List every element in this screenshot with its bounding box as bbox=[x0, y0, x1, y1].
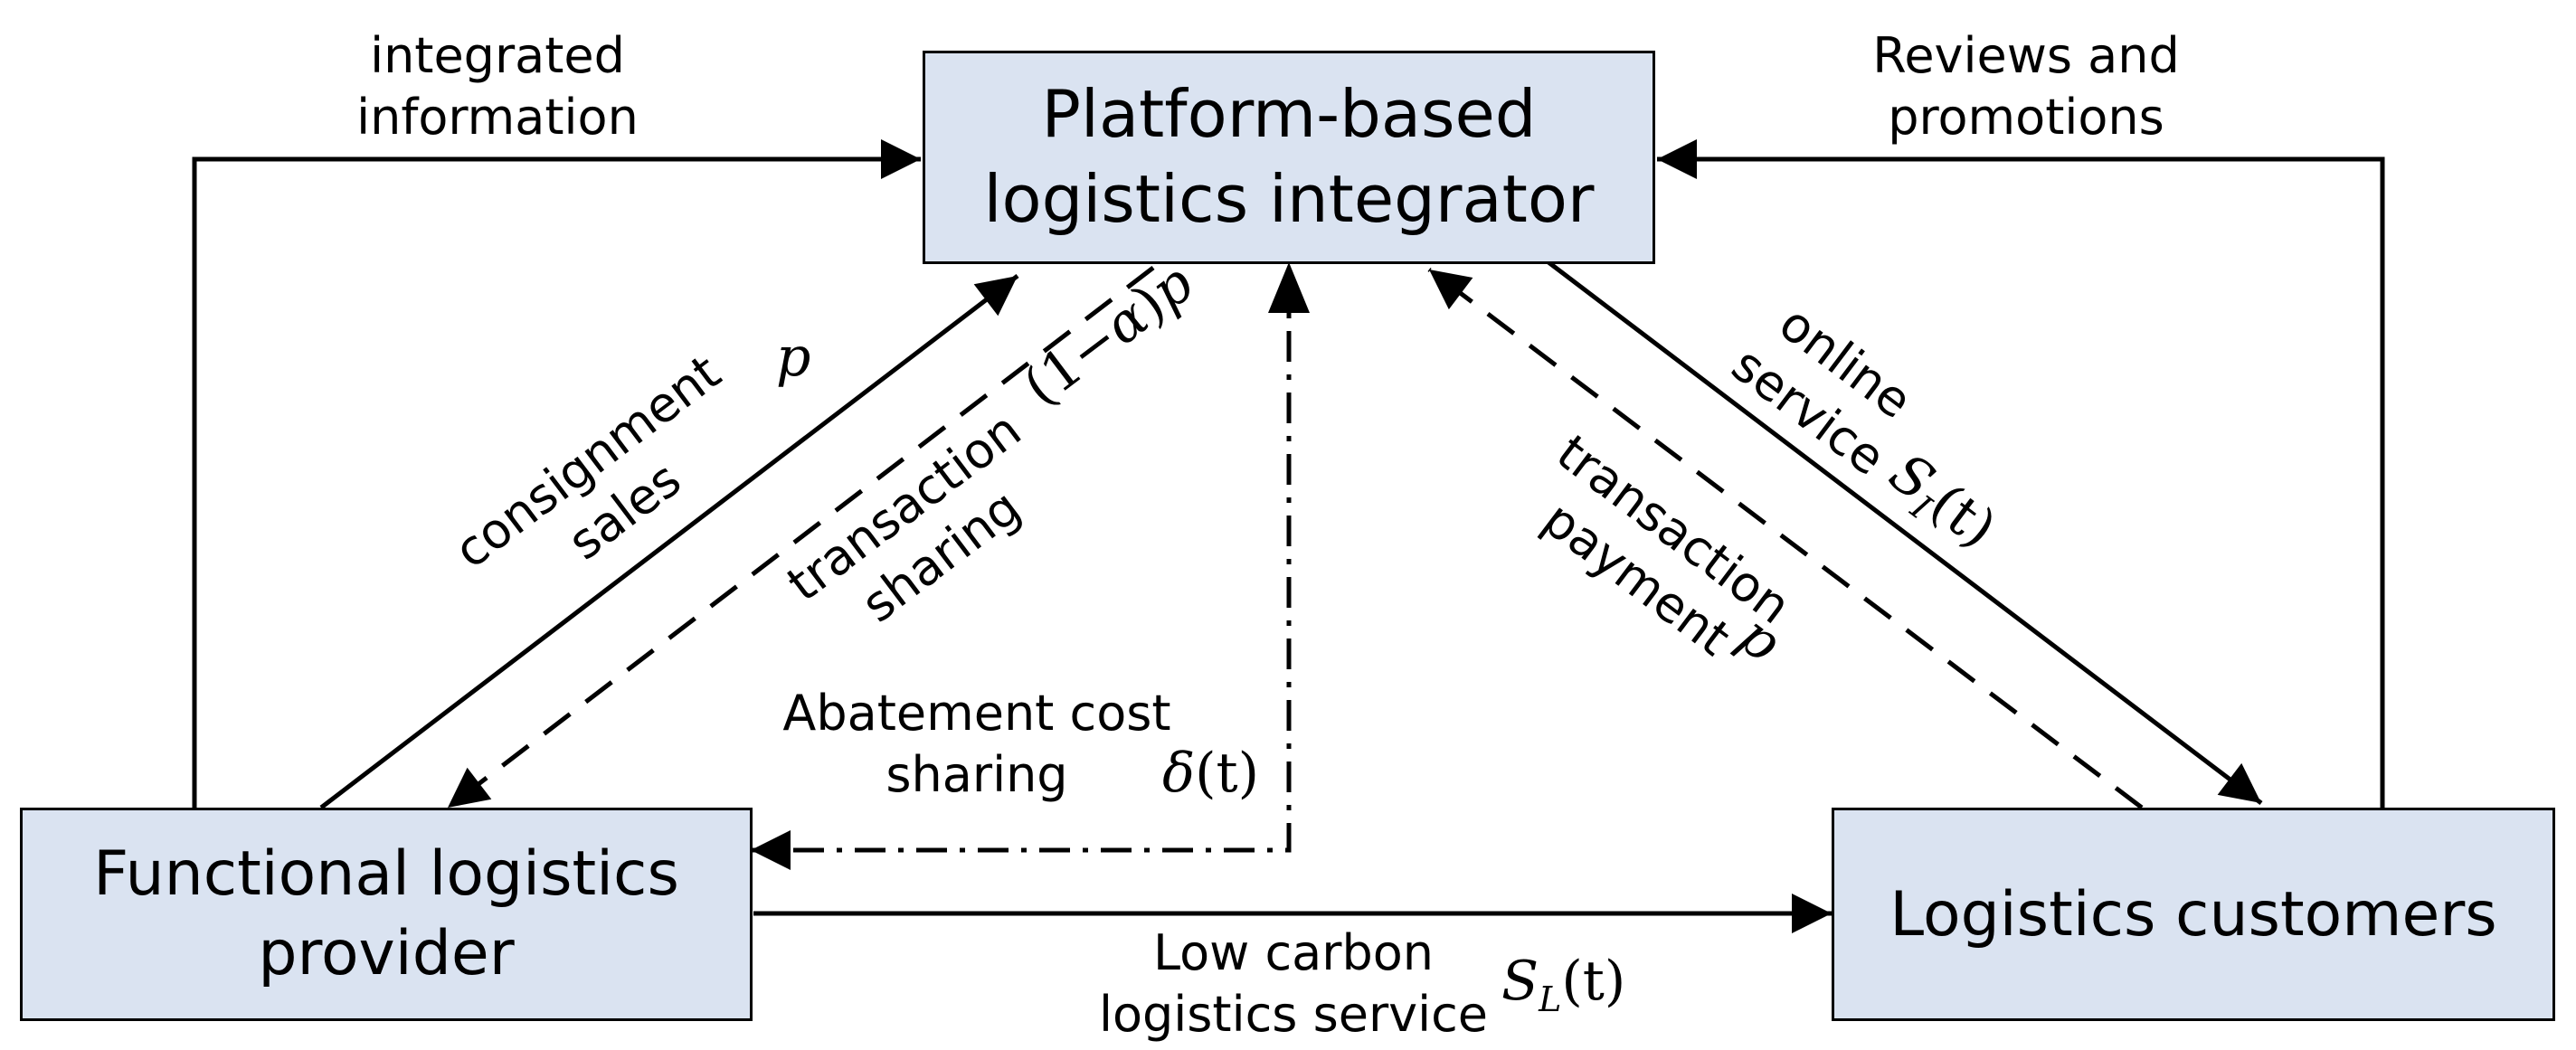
arrow-transaction-payment bbox=[1427, 268, 2144, 809]
math-p-consignment: p bbox=[776, 326, 811, 389]
label-integrated-information: integrated information bbox=[356, 27, 639, 146]
label-reviews-promotions: Reviews and promotions bbox=[1872, 27, 2180, 146]
math-sl-t: SL(t) bbox=[1501, 950, 1626, 1019]
node-platform-integrator: Platform-based logistics integrator bbox=[923, 51, 1655, 264]
provider-line-2: provider bbox=[258, 918, 515, 989]
node-logistics-customers: Logistics customers bbox=[1832, 808, 2555, 1021]
customers-label: Logistics customers bbox=[1889, 878, 2497, 951]
node-functional-provider: Functional logistics provider bbox=[20, 808, 753, 1021]
arrow-abatement-cost-sharing bbox=[751, 270, 1292, 870]
abatement-arrowhead-up bbox=[1268, 262, 1310, 313]
arrow-online-service bbox=[1547, 260, 2263, 805]
arrow-transaction-sharing bbox=[446, 266, 1155, 809]
arrow-integrated-information bbox=[192, 139, 921, 808]
provider-line-1: Functional logistics bbox=[93, 837, 679, 910]
math-delta-t: δ(t) bbox=[1162, 742, 1260, 805]
arrow-consignment-sales bbox=[319, 274, 1019, 809]
arrow-reviews-promotions bbox=[1657, 139, 2385, 808]
integrator-line-1: Platform-based bbox=[1041, 76, 1537, 153]
label-abatement-cost-sharing: Abatement cost sharing bbox=[782, 685, 1171, 803]
integrator-line-2: logistics integrator bbox=[983, 161, 1595, 237]
label-low-carbon-service: Low carbon logistics service bbox=[1098, 924, 1489, 1043]
